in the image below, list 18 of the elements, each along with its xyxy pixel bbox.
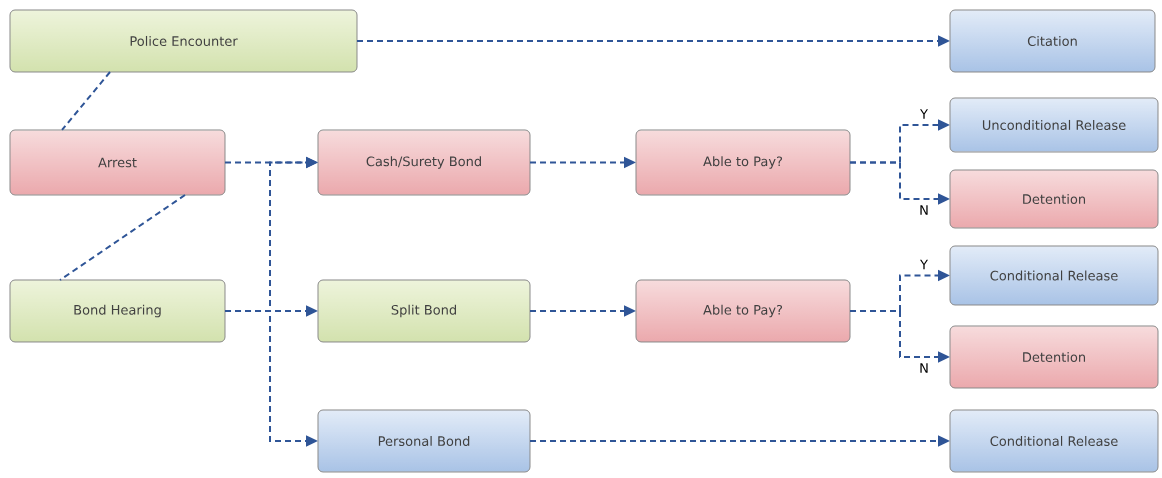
process-box: Detention bbox=[949, 169, 1159, 229]
outcome-box: Citation bbox=[949, 9, 1156, 73]
edge-label: Y bbox=[919, 258, 929, 271]
process-box: Police Encounter bbox=[9, 9, 358, 73]
process-box: Split Bond bbox=[317, 279, 531, 343]
edge-label: Y bbox=[919, 108, 929, 120]
process-box: Detention bbox=[949, 325, 1159, 389]
outcome-box: Personal Bond bbox=[317, 409, 531, 473]
process-box: Bond Hearing bbox=[9, 279, 226, 343]
outcome-box: Conditional Release bbox=[949, 409, 1159, 473]
edge-label: N bbox=[918, 204, 930, 216]
process-box: Cash/Surety Bond bbox=[317, 129, 531, 196]
process-box: Able to Pay? bbox=[635, 129, 851, 196]
process-box: Able to Pay? bbox=[635, 279, 851, 343]
outcome-box: Unconditional Release bbox=[949, 97, 1159, 153]
outcome-box: Conditional Release bbox=[949, 245, 1159, 306]
process-box: Arrest bbox=[9, 129, 226, 196]
edge-label: N bbox=[918, 362, 930, 374]
